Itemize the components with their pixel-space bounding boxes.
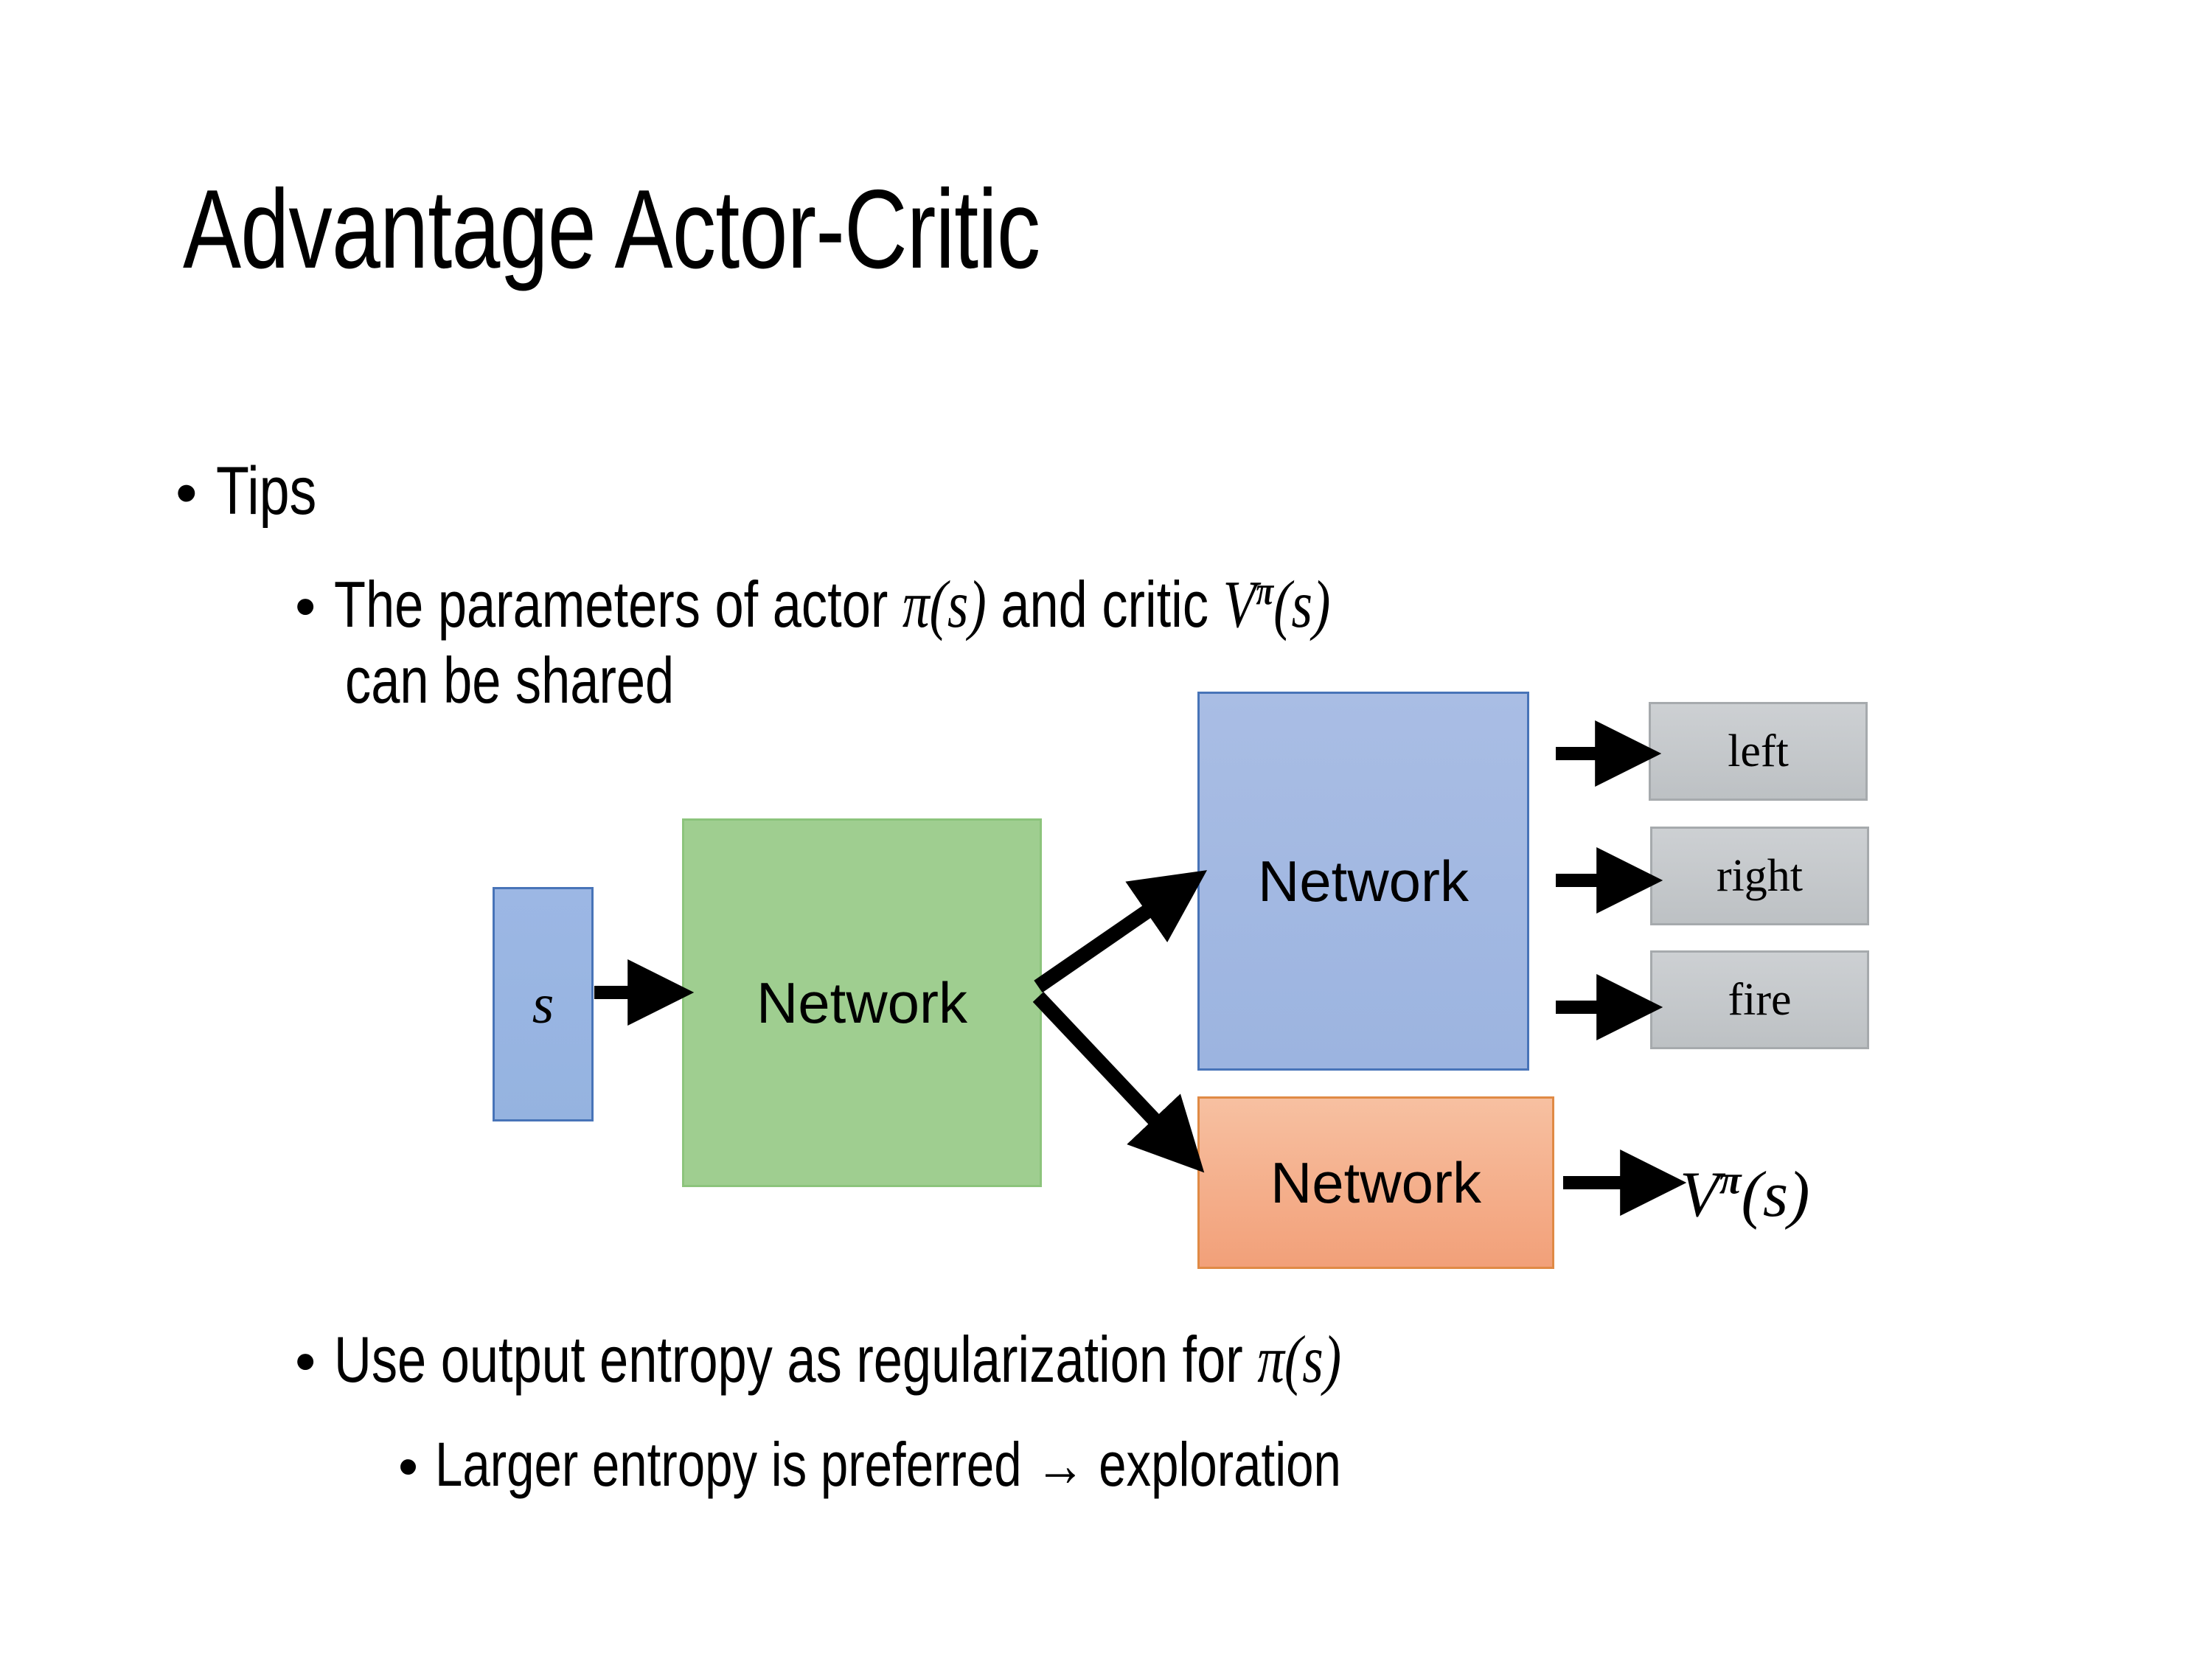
math-pi-of-s: π(s) (1256, 1321, 1341, 1397)
arrow-shared-to-critic (1032, 992, 1205, 1173)
value-v-argument: (s) (1741, 1159, 1810, 1231)
critic-network-box: Network (1197, 1096, 1554, 1269)
text-use-output-entropy: Use output entropy as regularization for (333, 1323, 1257, 1396)
bullet-larger-entropy-label: Larger entropy is preferred → exploratio… (435, 1430, 1342, 1499)
text-before-actor-pi: The parameters of actor (333, 568, 902, 641)
bullet-tips-label: Tips (216, 453, 317, 529)
math-v-superscript-pi: π (1255, 568, 1273, 613)
bullet-marker-icon: • (175, 457, 198, 527)
action-output-left: left (1649, 702, 1868, 801)
bullet-parameters-label: The parameters of actor π(s) and critic … (334, 565, 1330, 643)
critic-network-label: Network (1270, 1150, 1482, 1215)
actor-network-label: Network (1257, 848, 1470, 914)
action-output-left-label: left (1728, 726, 1789, 776)
value-output-label: Vπ(s) (1680, 1158, 1809, 1232)
bullet-marker-icon: • (398, 1435, 419, 1498)
math-v-argument: (s) (1273, 566, 1331, 641)
math-pi-of-s: π(s) (902, 566, 987, 641)
shared-network-box: Network (682, 818, 1042, 1187)
state-label: s (532, 973, 554, 1035)
bullet-tips: • Tips (175, 453, 341, 530)
value-v-superscript-pi: π (1719, 1157, 1742, 1203)
shared-network-label: Network (756, 970, 968, 1035)
arrow-shared-to-actor (1034, 870, 1208, 993)
action-output-fire-label: fire (1728, 974, 1792, 1025)
state-input-box: s (493, 887, 594, 1121)
bullet-parameters-continuation: can be shared (345, 643, 757, 718)
bullet-marker-icon: • (295, 574, 316, 640)
text-and-critic: and critic (986, 568, 1223, 641)
bullet-parameters: • The parameters of actor π(s) and criti… (295, 565, 1579, 643)
bullet-can-be-shared-label: can be shared (345, 644, 675, 717)
action-output-fire: fire (1650, 950, 1869, 1049)
value-v-symbol: V (1680, 1159, 1719, 1231)
bullet-entropy-regularization: • Use output entropy as regularization f… (295, 1320, 1593, 1398)
bullet-marker-icon: • (295, 1329, 316, 1395)
action-output-right-label: right (1716, 850, 1804, 901)
page-title: Advantage Actor-Critic (183, 167, 1040, 292)
math-v-symbol: V (1222, 566, 1256, 641)
action-output-right: right (1650, 827, 1869, 925)
bullet-entropy-label: Use output entropy as regularization for… (334, 1320, 1341, 1398)
bullet-larger-entropy: • Larger entropy is preferred → explorat… (398, 1429, 1568, 1500)
actor-network-box: Network (1197, 692, 1529, 1071)
